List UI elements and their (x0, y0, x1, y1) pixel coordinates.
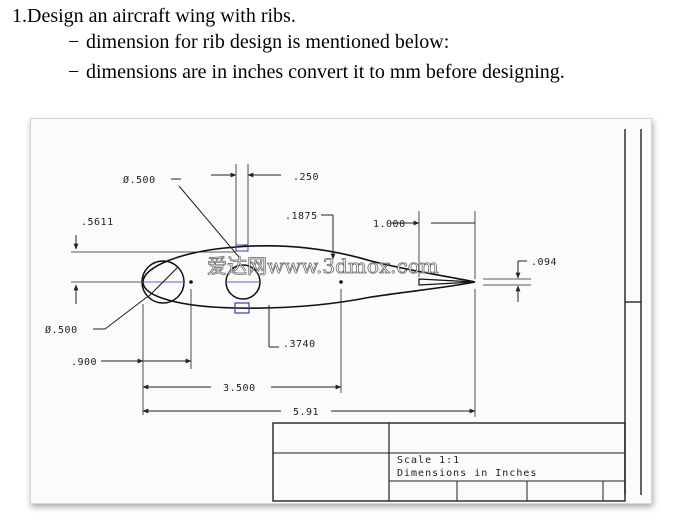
dimension-length-1000: 1.000 (373, 219, 406, 230)
dimension-hole-top: Ø.500 (123, 174, 156, 186)
dimension-leader (178, 185, 240, 258)
instructions: 1.Design an aircraft wing with ribs. − d… (0, 0, 678, 120)
engineering-drawing: Ø.500 .250 .1875 .5611 1.000 .094 Ø.500 (30, 118, 652, 504)
bullet-dash: − (68, 61, 80, 83)
title-block-units: Dimensions in Inches (397, 468, 537, 479)
trailing-edge-slot (418, 278, 476, 286)
title-block-scale: Scale 1:1 (397, 455, 460, 466)
bullet-unit-conversion: − dimensions are in inches convert it to… (68, 60, 658, 116)
dimension-dist-3500: 3.500 (223, 383, 256, 394)
dimension-leader (104, 296, 148, 330)
title-block: Scale 1:1 Dimensions in Inches (272, 422, 626, 502)
bullet-text: dimensions are in inches convert it to m… (86, 61, 565, 83)
watermark-text: 爱达网www.3dmox.com (207, 254, 439, 278)
diameter-leader (147, 266, 179, 298)
center-mark (189, 280, 193, 284)
dimension-dist-900: .900 (71, 357, 97, 368)
dimension-offset-5611: .5611 (81, 217, 114, 228)
rib-drawing-svg: Ø.500 .250 .1875 .5611 1.000 .094 Ø.500 (45, 129, 642, 502)
dimension-thickness-250: .250 (293, 172, 319, 183)
dimension-chord-591: 5.91 (293, 407, 319, 418)
task-title: 1.Design an aircraft wing with ribs. (12, 5, 296, 27)
dimension-tip-094: .094 (531, 257, 557, 268)
dimension-spacing-3740: .3740 (283, 339, 316, 350)
dimension-hole-left: Ø.500 (45, 324, 78, 336)
bullet-text: dimension for rib design is mentioned be… (86, 31, 450, 53)
spar-slot (234, 302, 250, 314)
spar-slot (235, 244, 249, 252)
bullet-dash: − (68, 31, 80, 53)
center-mark (339, 280, 343, 284)
dimension-thickness-1875: .1875 (285, 211, 318, 222)
